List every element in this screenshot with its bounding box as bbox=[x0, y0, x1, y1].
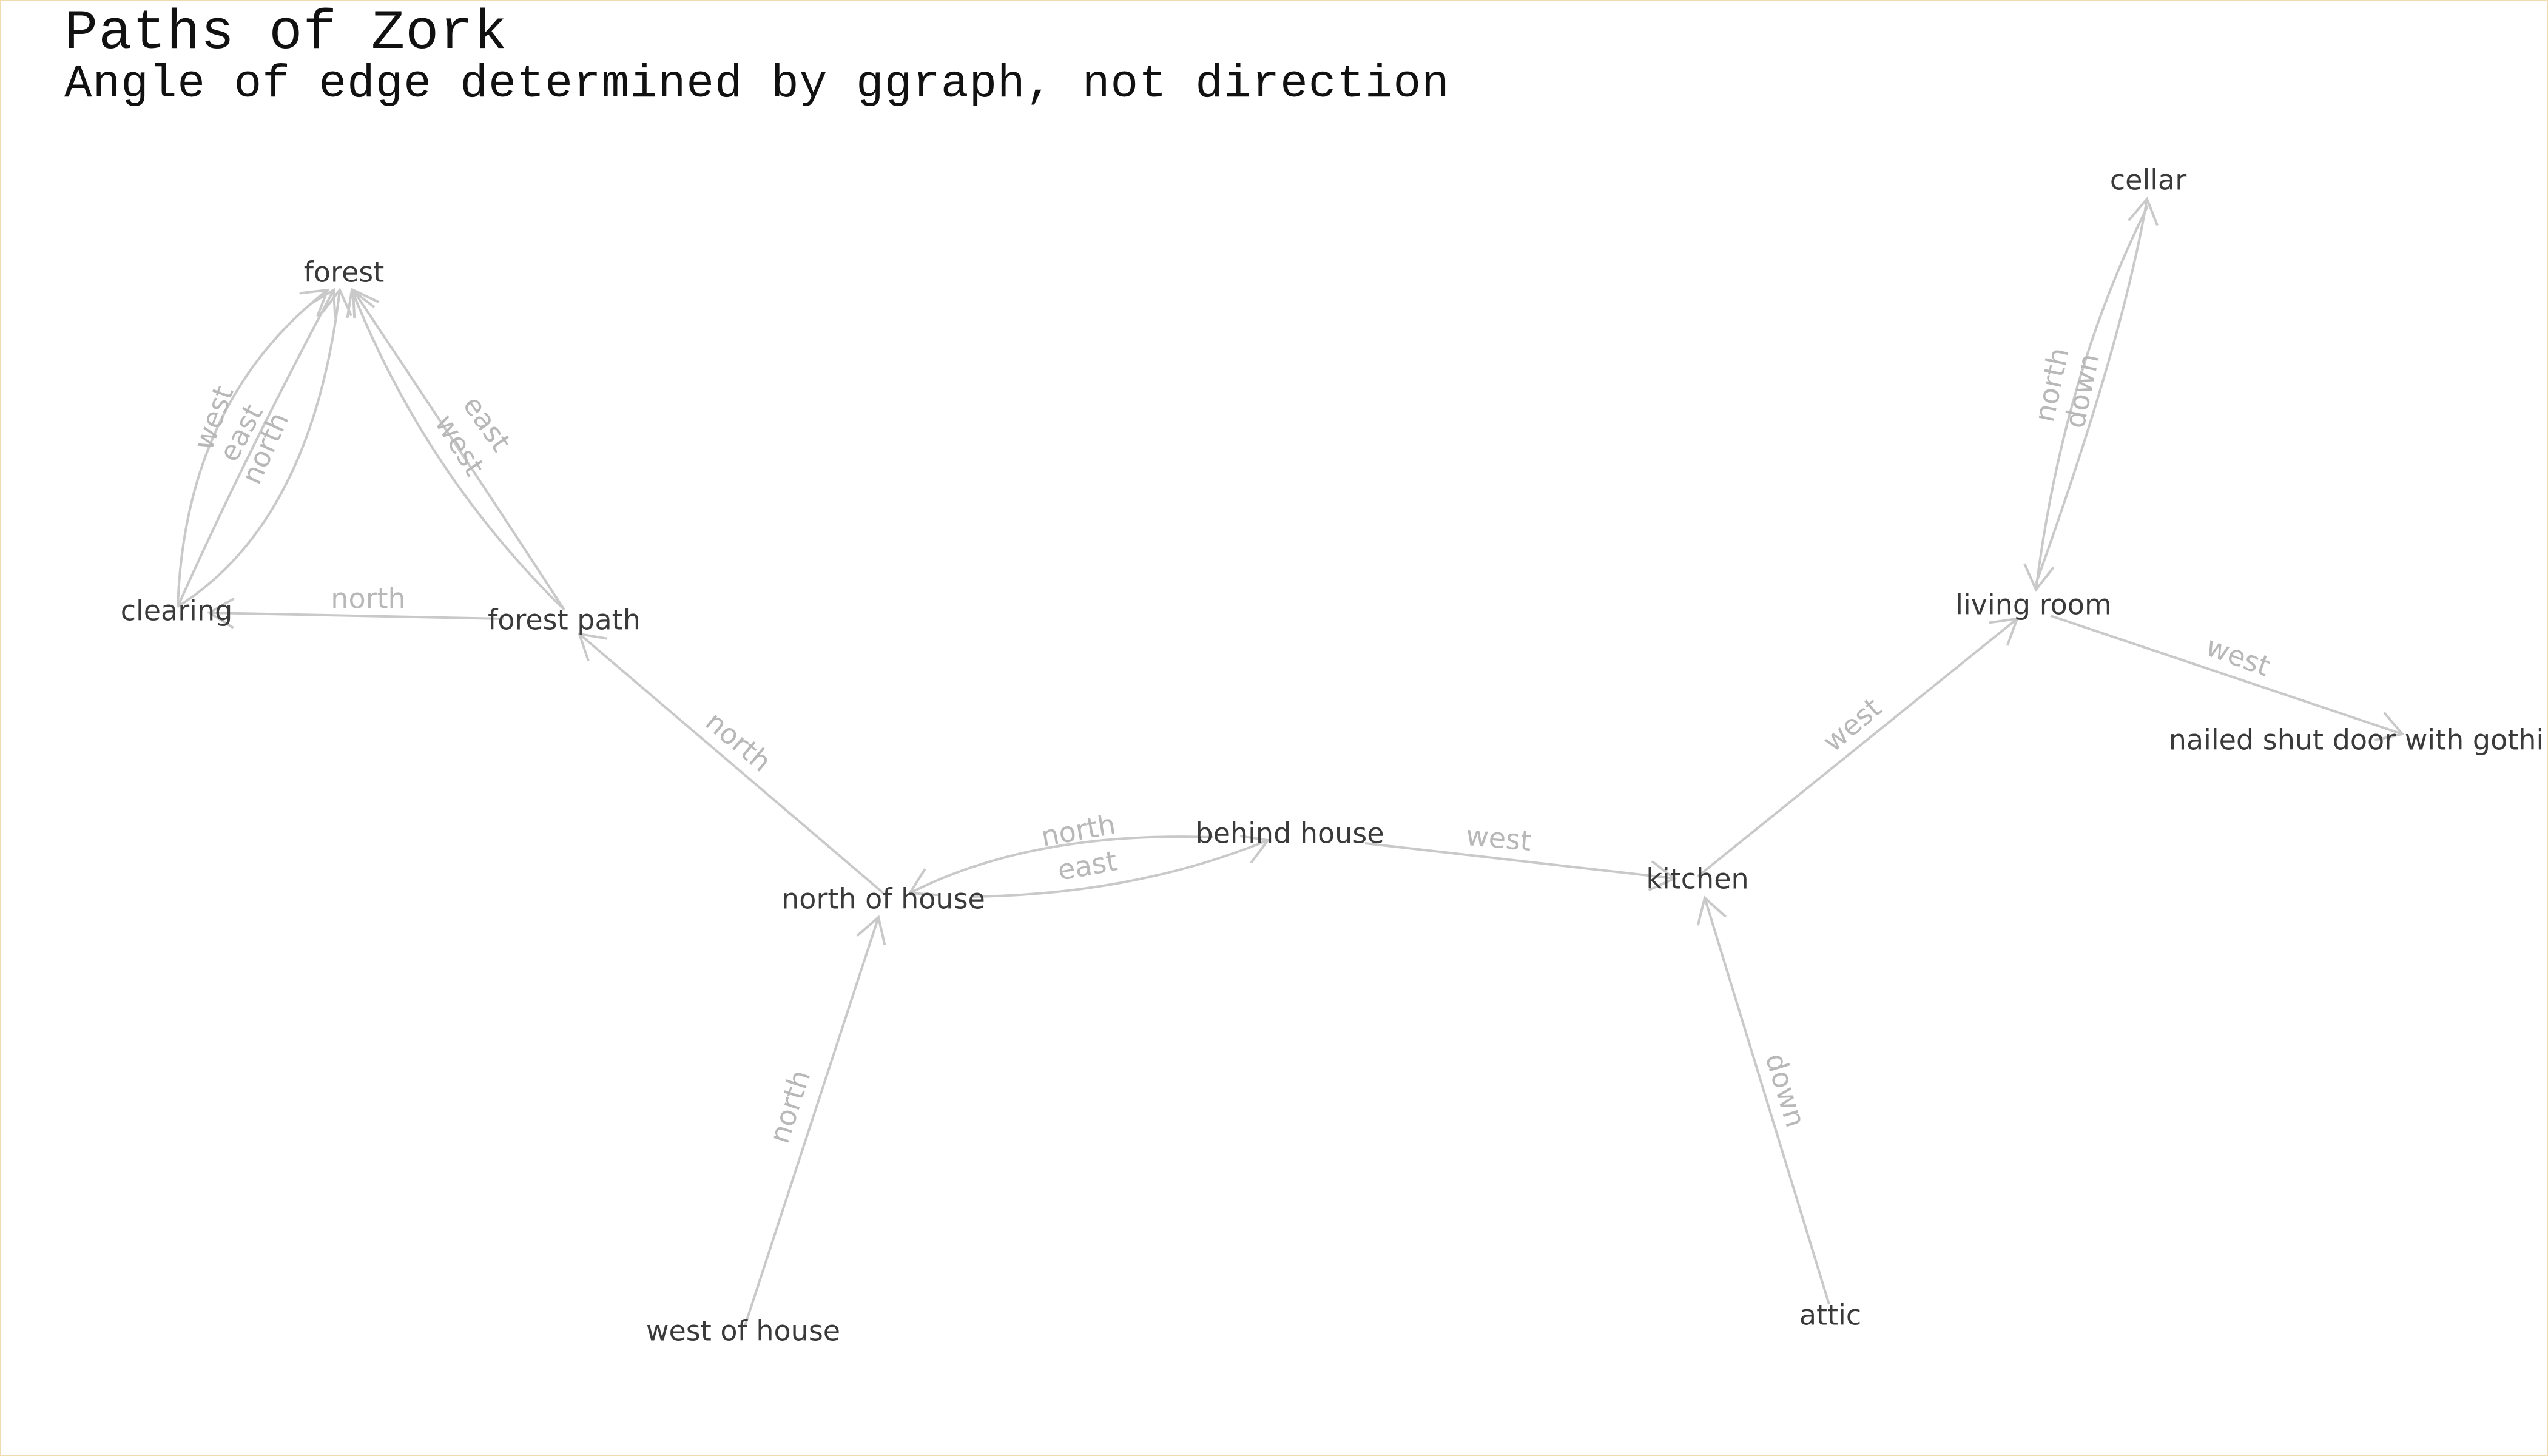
node-cellar: cellar bbox=[2110, 164, 2186, 197]
edge-north-of-house-to-forest-path-north bbox=[578, 633, 885, 894]
edge-arrowhead-6 bbox=[578, 632, 608, 661]
edge-behind-house-to-kitchen-west bbox=[1364, 842, 1675, 880]
edge-clearing-to-forest-east bbox=[177, 289, 335, 607]
page-title: Paths of Zork bbox=[64, 1, 508, 65]
edge-label-east: east bbox=[1055, 844, 1119, 886]
node-north-of-house: north of house bbox=[781, 883, 985, 915]
edge-label-west: west bbox=[1464, 819, 1532, 857]
edges-layer bbox=[177, 197, 2405, 1326]
edge-arrowhead-11 bbox=[2023, 563, 2055, 592]
nodes-layer: forest clearing forest path north of house b… bbox=[121, 164, 2544, 1347]
edge-clearing-to-forest-west bbox=[177, 289, 329, 607]
edge-living-room-to-nailed-shut-door-west bbox=[2050, 615, 2403, 735]
edge-west-of-house-to-north-of-house-north bbox=[744, 917, 880, 1326]
edge-cellar-to-living-room-north bbox=[2035, 206, 2149, 590]
node-clearing: clearing bbox=[121, 595, 233, 627]
node-behind-house: behind house bbox=[1195, 817, 1384, 850]
edge-arrowhead-13 bbox=[2374, 712, 2405, 741]
edge-attic-to-kitchen-down bbox=[1704, 897, 1830, 1305]
edge-north-of-house-to-behind-house-east bbox=[970, 839, 1269, 898]
edge-arrowhead-9 bbox=[1648, 860, 1677, 892]
edge-label-north: north bbox=[331, 582, 405, 615]
edge-clearing-to-forest-north bbox=[177, 289, 341, 608]
edge-behind-house-to-north-of-house-north bbox=[909, 835, 1214, 894]
edge-label-north: north bbox=[763, 1066, 817, 1147]
node-kitchen: kitchen bbox=[1646, 863, 1748, 895]
edge-forest-path-to-clearing-north bbox=[209, 612, 504, 620]
edge-arrowhead-12 bbox=[2128, 197, 2159, 226]
node-forest: forest bbox=[304, 256, 385, 289]
node-forest-path: forest path bbox=[488, 604, 641, 636]
edge-arrowhead-0 bbox=[299, 288, 330, 317]
node-living-room: living room bbox=[1955, 588, 2112, 621]
edge-label-down: down bbox=[1759, 1050, 1812, 1131]
edge-forest-path-to-forest-east bbox=[352, 289, 565, 611]
edge-forest-path-to-forest-west bbox=[351, 289, 565, 611]
edge-arrowhead-2 bbox=[321, 288, 352, 317]
edge-arrowhead-7 bbox=[908, 868, 939, 897]
page-subtitle: Angle of edge determined by ggraph, not … bbox=[64, 58, 1450, 110]
node-attic: attic bbox=[1799, 1299, 1861, 1332]
node-west-of-house: west of house bbox=[646, 1315, 840, 1347]
edge-arrowhead-15 bbox=[1696, 895, 1727, 926]
edge-arrowhead-10 bbox=[1989, 617, 2020, 646]
edge-arrowhead-14 bbox=[856, 915, 886, 945]
node-nailed-shut-door: nailed shut door with gothi bbox=[2169, 724, 2544, 757]
edge-living-room-to-cellar-down bbox=[2035, 198, 2148, 584]
edge-label-west: west bbox=[2202, 630, 2274, 683]
edge-arrowhead-5 bbox=[207, 598, 235, 629]
edge-arrowhead-4 bbox=[346, 288, 376, 318]
edge-label-west: west bbox=[1816, 691, 1887, 758]
edge-label-north: north bbox=[699, 705, 778, 778]
edge-arrowhead-1 bbox=[308, 288, 337, 318]
edge-arrowhead-8 bbox=[1239, 834, 1270, 864]
edge-kitchen-to-living-room-west bbox=[1696, 618, 2018, 878]
